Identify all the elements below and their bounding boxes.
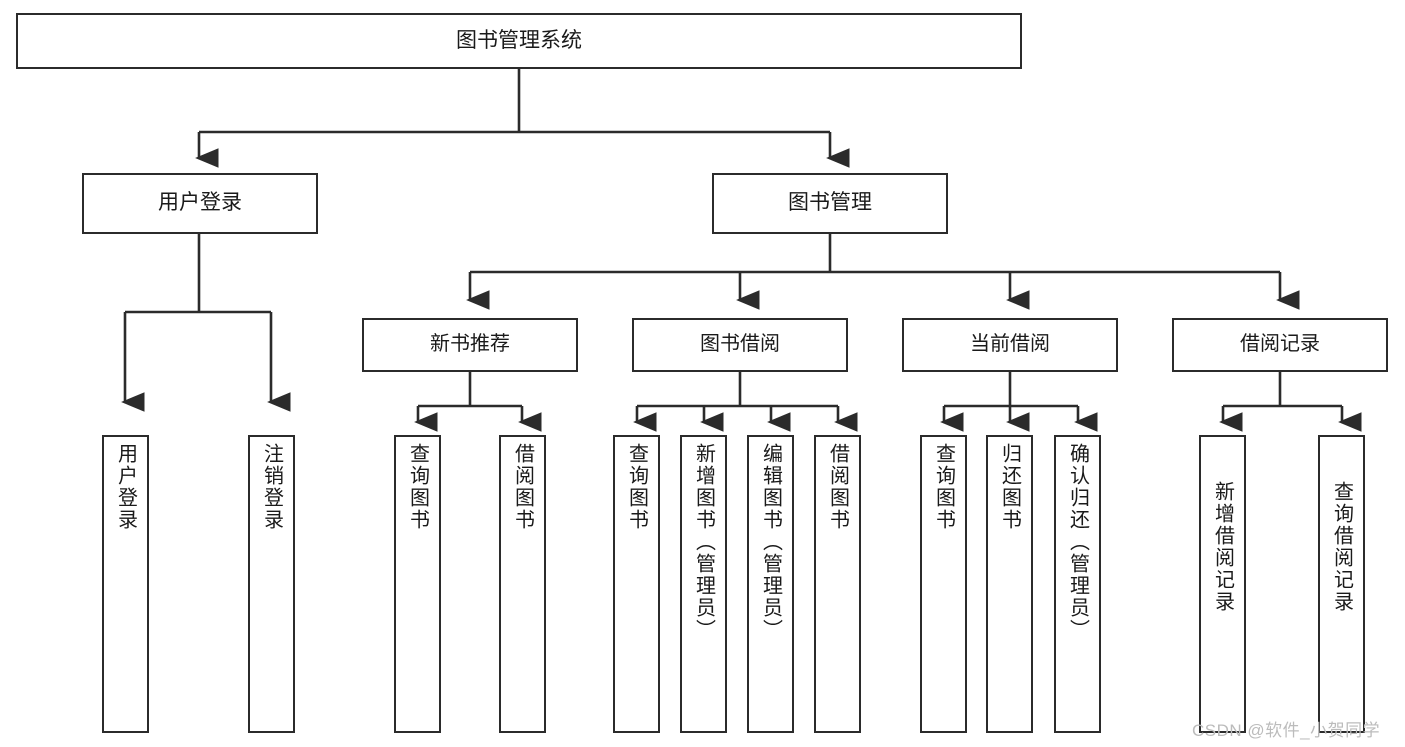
leaf-query-book-current-label: 查询图书 <box>932 443 955 531</box>
leaf-add-borrow-record-label: 新增借阅记录 <box>1211 481 1234 613</box>
watermark: CSDN @软件_小贺同学 <box>1192 721 1381 740</box>
leaf-add-borrow-record[interactable]: 新增借阅记录 <box>1199 435 1246 733</box>
leaf-query-book-borrow-label: 查询图书 <box>625 443 648 531</box>
leaf-confirm-return[interactable]: 确认归还（管理员） <box>1054 435 1101 733</box>
leaf-add-book[interactable]: 新增图书（管理员） <box>680 435 727 733</box>
leaf-borrow-book-label: 借阅图书 <box>826 443 849 531</box>
node-book-management-label: 图书管理 <box>788 191 872 215</box>
leaf-return-book[interactable]: 归还图书 <box>986 435 1033 733</box>
leaf-borrow-book-new-label: 借阅图书 <box>511 443 534 531</box>
leaf-logout[interactable]: 注销登录 <box>248 435 295 733</box>
leaf-edit-book-label: 编辑图书（管理员） <box>759 443 782 641</box>
node-user-login-label: 用户登录 <box>158 191 242 215</box>
node-book-borrow[interactable]: 图书借阅 <box>632 318 848 372</box>
leaf-user-login-label: 用户登录 <box>114 443 137 531</box>
node-root[interactable]: 图书管理系统 <box>16 13 1022 69</box>
leaf-return-book-label: 归还图书 <box>998 443 1021 531</box>
node-user-login[interactable]: 用户登录 <box>82 173 318 234</box>
node-book-borrow-label: 图书借阅 <box>700 333 780 356</box>
node-new-book-recommend-label: 新书推荐 <box>430 333 510 356</box>
leaf-query-borrow-record[interactable]: 查询借阅记录 <box>1318 435 1365 733</box>
node-current-borrow-label: 当前借阅 <box>970 333 1050 356</box>
node-borrow-record[interactable]: 借阅记录 <box>1172 318 1388 372</box>
leaf-query-book-new[interactable]: 查询图书 <box>394 435 441 733</box>
leaf-user-login[interactable]: 用户登录 <box>102 435 149 733</box>
leaf-borrow-book-new[interactable]: 借阅图书 <box>499 435 546 733</box>
node-borrow-record-label: 借阅记录 <box>1240 333 1320 356</box>
node-root-label: 图书管理系统 <box>456 28 582 52</box>
leaf-edit-book[interactable]: 编辑图书（管理员） <box>747 435 794 733</box>
leaf-add-book-label: 新增图书（管理员） <box>692 443 715 641</box>
leaf-confirm-return-label: 确认归还（管理员） <box>1066 443 1089 641</box>
leaf-logout-label: 注销登录 <box>260 443 283 531</box>
leaf-borrow-book[interactable]: 借阅图书 <box>814 435 861 733</box>
leaf-query-book-new-label: 查询图书 <box>406 443 429 531</box>
node-current-borrow[interactable]: 当前借阅 <box>902 318 1118 372</box>
node-book-management[interactable]: 图书管理 <box>712 173 948 234</box>
leaf-query-borrow-record-label: 查询借阅记录 <box>1330 481 1353 613</box>
node-new-book-recommend[interactable]: 新书推荐 <box>362 318 578 372</box>
leaf-query-book-borrow[interactable]: 查询图书 <box>613 435 660 733</box>
leaf-query-book-current[interactable]: 查询图书 <box>920 435 967 733</box>
